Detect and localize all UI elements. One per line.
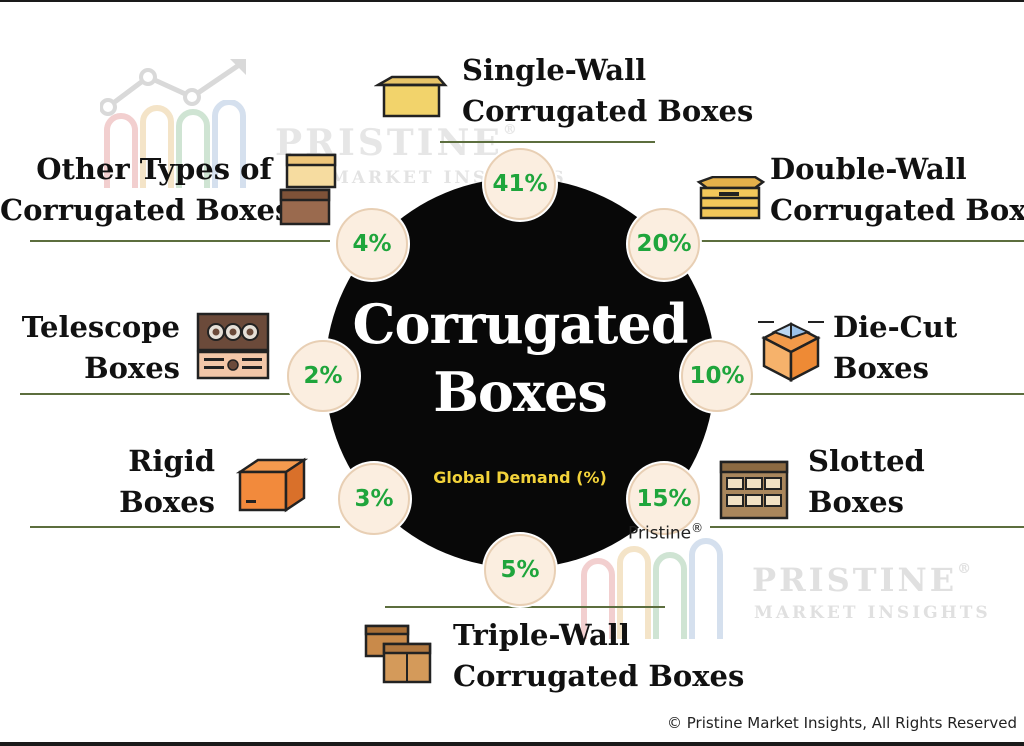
telescope-box-icon bbox=[196, 312, 270, 380]
pristine-logo-text: Pristine® bbox=[628, 521, 704, 544]
layered-box-icon bbox=[696, 176, 766, 220]
percent-bubble-die-cut: 10% bbox=[681, 340, 753, 412]
divider-left-upper bbox=[30, 240, 330, 242]
box-stack-icon bbox=[279, 153, 337, 226]
slotted-box-icon bbox=[719, 460, 789, 520]
percent-bubble-rigid: 3% bbox=[338, 463, 410, 535]
watermark-chart-icon bbox=[100, 59, 246, 116]
copyright-notice: © Pristine Market Insights, All Rights R… bbox=[667, 714, 1018, 732]
stacked-boxes-icon bbox=[364, 624, 432, 684]
top-border bbox=[0, 0, 1024, 2]
die-cut-box-icon bbox=[758, 321, 824, 383]
watermark-clips-icon bbox=[581, 538, 723, 639]
divider-right-upper bbox=[690, 240, 1024, 242]
divider-right-lower bbox=[710, 526, 1024, 528]
percent-bubble-other: 4% bbox=[336, 208, 408, 280]
divider-right-middle bbox=[740, 393, 1024, 395]
percent-bubble-triple-wall: 5% bbox=[484, 534, 556, 606]
percent-bubble-single-wall: 41% bbox=[484, 148, 556, 220]
bottom-border bbox=[0, 742, 1024, 746]
open-box-icon bbox=[374, 75, 448, 118]
divider-single-wall bbox=[440, 141, 655, 143]
center-title: Corrugated Boxes bbox=[352, 292, 689, 424]
divider-triple-wall bbox=[385, 606, 665, 608]
rigid-box-icon bbox=[236, 457, 308, 513]
center-subtitle: Global Demand (%) bbox=[433, 468, 607, 487]
watermark-brand: PRISTINE® bbox=[752, 561, 975, 599]
divider-left-lower bbox=[30, 526, 340, 528]
percent-bubble-double-wall: 20% bbox=[628, 208, 700, 280]
divider-left-middle bbox=[20, 393, 310, 395]
watermark-clips-icon bbox=[104, 100, 246, 188]
percent-bubble-telescope: 2% bbox=[287, 340, 359, 412]
watermark-tagline: MARKET INSIGHTS bbox=[754, 603, 991, 623]
percent-bubble-slotted: 15% bbox=[628, 463, 700, 535]
